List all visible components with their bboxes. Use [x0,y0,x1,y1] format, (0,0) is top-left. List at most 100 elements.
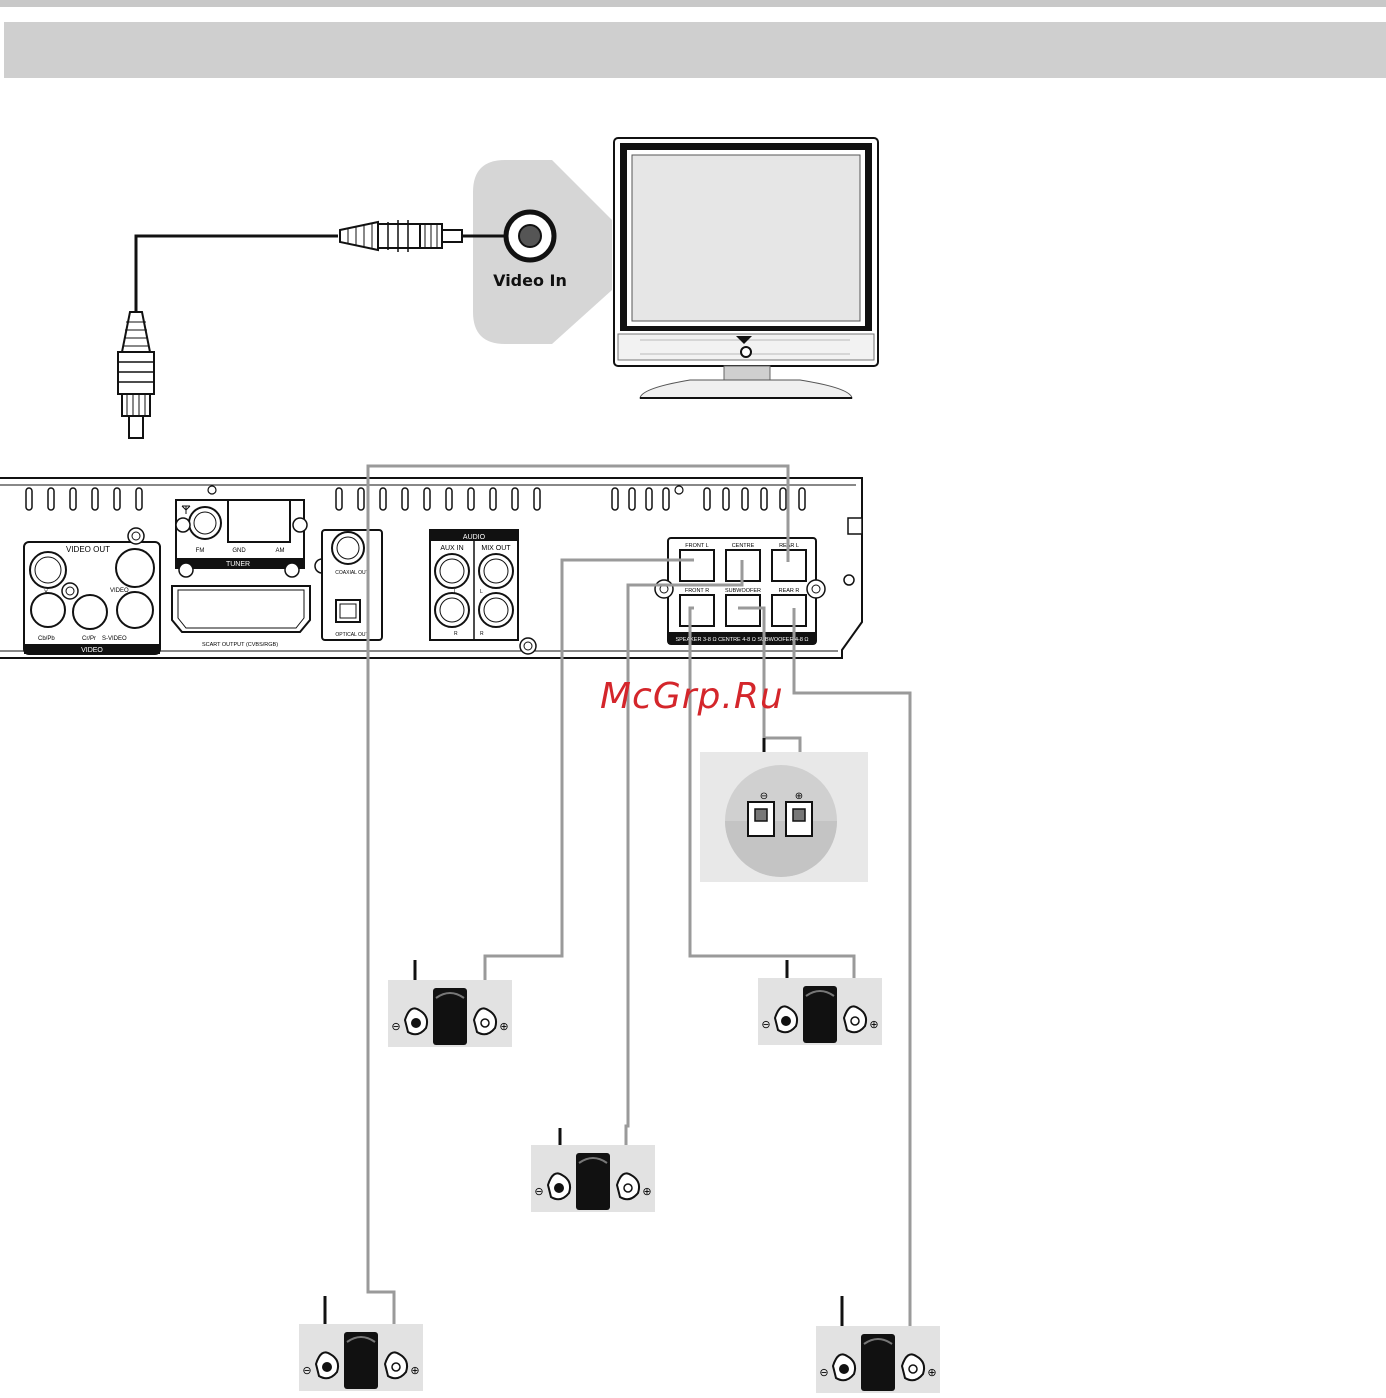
front-l-label: FRONT L [685,543,708,549]
minus-symbol: ⊖ [819,1367,828,1379]
subwoofer-terminal[interactable] [726,595,760,626]
front-right-speaker: ⊖⊕ [758,978,882,1045]
vent-slot [663,488,669,510]
video-output-panel: VIDEO OUT VIDEO Y Cb/Pb Cr/Pr S-VIDEO VI… [24,528,160,654]
mix-r-label: R [480,631,484,637]
centre-label: CENTRE [732,543,755,549]
plus-symbol: ⊕ [869,1019,878,1031]
crpr-label: Cr/Pr [82,636,96,642]
vent-slot [646,488,652,510]
screw-icon [293,518,307,532]
audio-label: AUDIO [463,534,486,541]
screw-icon [285,563,299,577]
vent-slot [48,488,54,510]
rear-r-label: REAR R [779,588,800,594]
front-left-speaker: ⊖⊕ [388,980,512,1047]
y-label: Y [44,590,48,596]
video-label: VIDEO [110,588,129,594]
s-video-jack[interactable] [117,592,153,628]
video-in-label: Video In [493,271,567,290]
vent-slot [70,488,76,510]
screw-icon [655,580,673,598]
vent-slot [629,488,635,510]
front-r-terminal[interactable] [680,595,714,626]
tuner-label: TUNER [226,561,250,568]
scart-connector[interactable] [172,586,310,632]
watermark-text: McGrp.Ru [600,676,784,717]
speaker-impedance-label: SPEAKER 3-8 Ω CENTRE 4-8 Ω SUBWOOFER 4-8… [675,637,808,643]
vent-slot [704,488,710,510]
plus-symbol: ⊕ [410,1365,419,1377]
subwoofer-plus-symbol: ⊕ [795,791,803,802]
speaker-terminal-panel: SPEAKER 3-8 Ω CENTRE 4-8 Ω SUBWOOFER 4-8… [655,538,825,644]
vent-slot [402,488,408,510]
vent-slot [799,488,805,510]
vent-slot [114,488,120,510]
screw-icon [520,638,536,654]
vent-slot [380,488,386,510]
rear-right-speaker: ⊖⊕ [816,1326,940,1393]
crpr-jack[interactable] [73,595,107,629]
video-cable [118,220,507,438]
minus-symbol: ⊖ [302,1365,311,1377]
vent-slot [490,488,496,510]
s-video-label: S-VIDEO [102,636,127,642]
front-r-label: FRONT R [685,588,709,594]
vent-slot [336,488,342,510]
vent-slot [26,488,32,510]
vent-slot [723,488,729,510]
vent-slot [468,488,474,510]
rear-r-terminal[interactable] [772,595,806,626]
vent-slot [780,488,786,510]
scart-label: SCART OUTPUT (CVBS/RGB) [202,642,278,648]
tuner-panel: TUNER FM GND AM [176,500,307,568]
aux-l-label: L [454,589,457,595]
vent-slot [534,488,540,510]
vent-slot [612,488,618,510]
digital-outputs: COAXIAL OUT OPTICAL OUT [322,530,382,640]
fm-label: FM [196,548,205,554]
rear-left-speaker: ⊖⊕ [299,1324,423,1391]
aux-in-label: AUX IN [440,545,463,552]
vent-slot [761,488,767,510]
centre-speaker: ⊖⊕ [531,1145,655,1212]
screw-icon [179,563,193,577]
screw-icon [62,583,78,599]
vent-slot [424,488,430,510]
aux-r-label: R [454,631,458,637]
header-rule [0,0,1386,7]
vent-slot [92,488,98,510]
vent-slot [136,488,142,510]
mix-l-label: L [480,589,483,595]
subwoofer-label: SUBWOOFER [725,588,761,594]
optical-out-label: OPTICAL OUT [335,632,368,638]
minus-symbol: ⊖ [761,1019,770,1031]
vent-slot [742,488,748,510]
composite-video-jack[interactable] [116,549,154,587]
cbpb-jack[interactable] [31,593,65,627]
mix-out-label: MIX OUT [481,545,511,552]
speaker-boxes: ⊖⊕⊖⊕⊖⊕⊖⊕⊖⊕ [299,978,940,1393]
tv-icon [614,138,878,398]
screw-icon [176,518,190,532]
front-l-terminal[interactable] [680,550,714,581]
video-panel-footer: VIDEO [81,647,103,654]
minus-symbol: ⊖ [391,1021,400,1033]
plus-symbol: ⊕ [927,1367,936,1379]
plus-symbol: ⊕ [642,1186,651,1198]
coaxial-out-label: COAXIAL OUT [335,570,368,576]
am-label: AM [276,548,285,554]
vent-slot [358,488,364,510]
cbpb-label: Cb/Pb [38,636,55,642]
tv-video-in-pin [519,225,541,247]
subwoofer-speaker: ⊖ ⊕ [700,752,868,882]
header-band [4,22,1386,78]
gnd-label: GND [232,548,246,554]
screw-icon [128,528,144,544]
plus-symbol: ⊕ [499,1021,508,1033]
vent-slot [512,488,518,510]
vent-slot [446,488,452,510]
video-out-title: VIDEO OUT [66,545,110,554]
am-terminal-block[interactable] [228,500,290,542]
